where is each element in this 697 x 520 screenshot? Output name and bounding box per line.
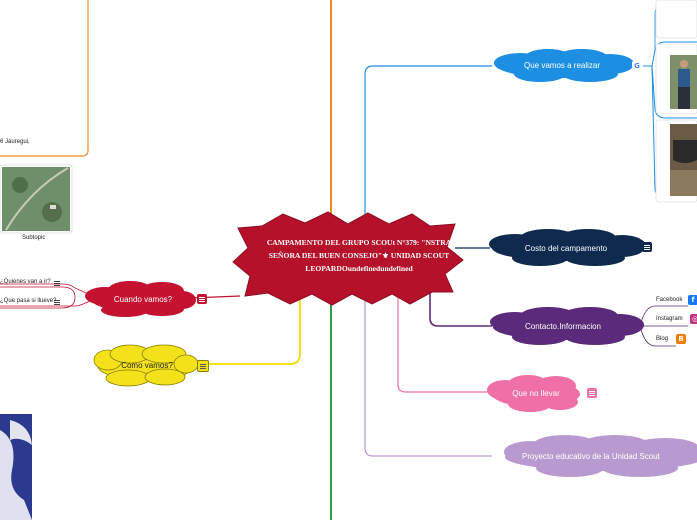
branch-label-que-vamos[interactable]: Que vamos a realizar [523, 61, 601, 70]
scout-figure-body [678, 69, 690, 87]
campfire-ground [670, 170, 697, 196]
cloud-que-llevar[interactable] [487, 375, 580, 412]
notes-icon[interactable] [53, 298, 61, 306]
cloud-proyecto[interactable] [504, 435, 697, 477]
facebook-icon[interactable]: f [688, 295, 697, 305]
branch-label-contacto[interactable]: Contacto.Informacion [524, 322, 602, 331]
notes-icon[interactable] [587, 388, 597, 398]
scout-figure-legs [678, 87, 690, 109]
connector-que-llevar [397, 295, 492, 393]
notes-icon[interactable] [197, 294, 207, 304]
instagram-icon[interactable]: ◎ [690, 314, 697, 324]
connector-como [160, 300, 301, 365]
notes-icon[interactable] [197, 360, 209, 372]
blogger-icon[interactable]: B [676, 334, 686, 344]
link-instagram[interactable]: Instagram [656, 316, 683, 322]
scout-figure-head [680, 60, 688, 68]
fleur-de-lis-petal [10, 420, 32, 445]
cloud-costo[interactable] [489, 229, 646, 266]
aerial-map-tree [12, 177, 28, 193]
aerial-map-tree [42, 202, 62, 222]
branch-label-que-llevar[interactable]: Que no llevar [512, 389, 560, 398]
connector-que-vamos [364, 65, 492, 240]
cloud-que-vamos[interactable] [494, 49, 634, 82]
connector-proyecto [364, 295, 492, 457]
notes-icon[interactable] [642, 242, 652, 252]
branch-label-cuando[interactable]: Cuando vamos? [113, 295, 173, 304]
campfire-pot [673, 140, 697, 163]
orange-left-branch-line [0, 0, 89, 157]
notes-icon[interactable] [53, 279, 61, 287]
connector-images-2 [651, 65, 697, 119]
connector-quienes [0, 283, 93, 297]
branch-label-proyecto[interactable]: Proyecto educativo de la Unidad Scout [522, 452, 660, 461]
image-caption-subtopic: Subtopic [22, 235, 46, 241]
topic-outline-quienes [0, 286, 76, 309]
branch-label-costo[interactable]: Costo del campamento [524, 244, 608, 253]
branch-label-como[interactable]: Como vamos? [121, 361, 173, 370]
central-node-title: CAMPAMENTO DEL GRUPO SCOUt N°379: "NSTRA… [266, 238, 452, 273]
link-facebook[interactable]: Facebook [656, 297, 683, 303]
google-icon[interactable]: G [632, 61, 642, 71]
cloud-contacto[interactable] [490, 307, 644, 345]
image-frame-top [655, 0, 697, 39]
aerial-map-building [50, 205, 56, 209]
cloud-cuando[interactable] [85, 281, 196, 317]
cloud-como[interactable] [93, 344, 199, 387]
topic-quienes[interactable]: ¿Quienes van a ir? [0, 279, 51, 285]
fleur-de-lis-shape [0, 430, 32, 520]
connector-contacto [429, 290, 492, 327]
topic-jauregui: 6 Jáuregui, [0, 139, 30, 145]
aerial-map-road [5, 167, 69, 231]
link-blog[interactable]: Blog [656, 336, 669, 342]
topic-llueve[interactable]: ¿Que pasa si llueve? [0, 298, 57, 304]
central-node-shape[interactable] [232, 211, 464, 306]
